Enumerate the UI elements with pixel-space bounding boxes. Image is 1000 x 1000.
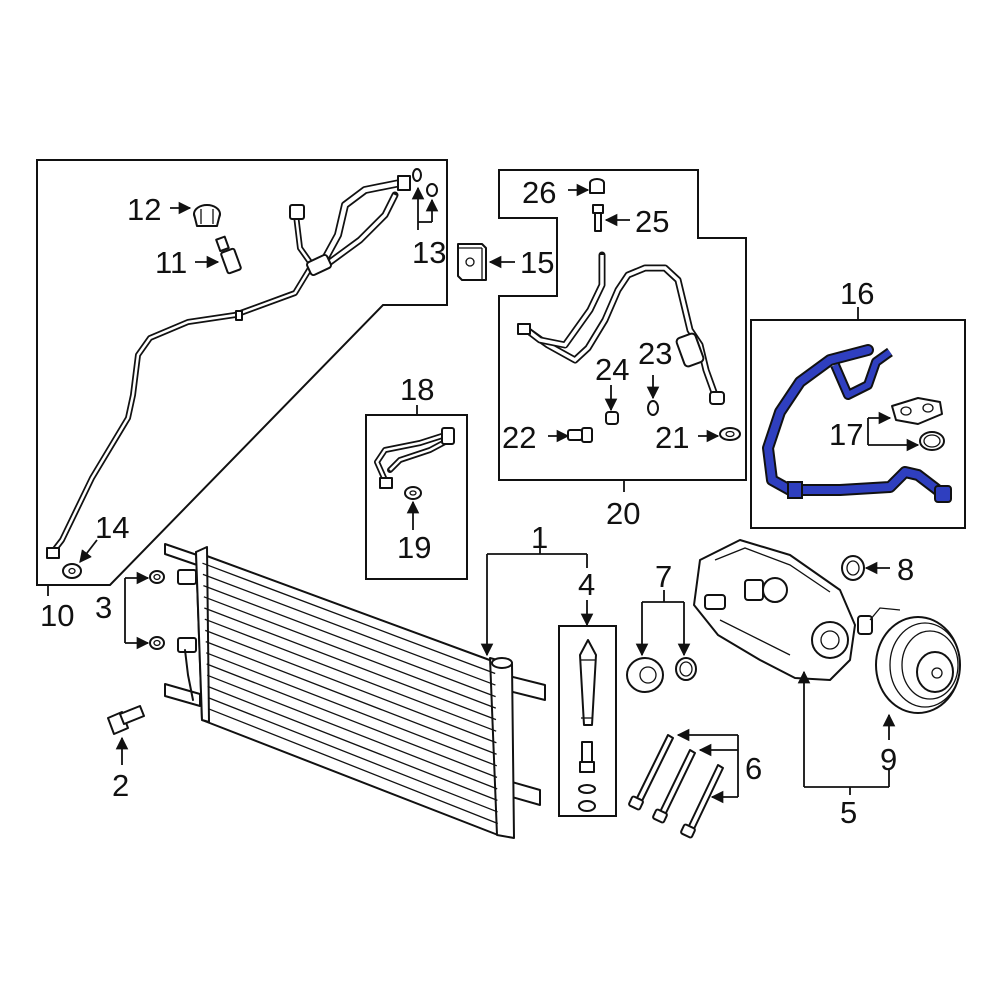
condenser-part-1[interactable] xyxy=(164,543,546,839)
condenser-fin xyxy=(204,618,497,732)
callout-24: 24 xyxy=(595,352,629,387)
condenser-fin xyxy=(202,562,496,675)
callout-20: 20 xyxy=(606,496,640,531)
part-26-cap[interactable] xyxy=(589,178,605,194)
callout-16: 16 xyxy=(840,276,874,311)
part-4-drier[interactable] xyxy=(578,639,597,812)
part-17-gasket[interactable] xyxy=(891,397,943,425)
callout-numbers: 12 11 13 15 14 10 26 25 24 23 22 21 20 1… xyxy=(40,175,914,830)
part-8-seal[interactable] xyxy=(841,555,865,581)
callout-7: 7 xyxy=(655,559,672,594)
callout-11: 11 xyxy=(155,245,187,280)
condenser-fin xyxy=(206,663,498,778)
part-21-washer[interactable] xyxy=(719,427,741,441)
group-box-10 xyxy=(36,159,448,586)
part-7-seal-ring[interactable] xyxy=(675,657,697,681)
group-box-20 xyxy=(498,169,747,481)
suction-line-part[interactable] xyxy=(517,251,725,405)
part-11-sensor[interactable] xyxy=(215,235,242,275)
callout-18: 18 xyxy=(400,372,434,407)
callout-12: 12 xyxy=(127,192,161,227)
callout-13: 13 xyxy=(412,235,446,270)
callout-22: 22 xyxy=(502,420,536,455)
condenser-fin xyxy=(202,573,496,686)
callout-9: 9 xyxy=(880,742,897,777)
part-18-tube[interactable] xyxy=(374,427,455,489)
callout-14: 14 xyxy=(95,510,129,545)
condenser-fin xyxy=(205,652,498,767)
callout-21: 21 xyxy=(655,420,689,455)
callout-17: 17 xyxy=(829,417,863,452)
callout-6: 6 xyxy=(745,751,762,786)
part-6-bolts[interactable] xyxy=(628,734,724,839)
callout-26: 26 xyxy=(522,175,556,210)
condenser-fin xyxy=(207,685,498,802)
compressor-part-5[interactable] xyxy=(693,539,901,681)
condenser-fin xyxy=(207,696,498,813)
condenser-fin xyxy=(208,708,499,825)
callout-19: 19 xyxy=(397,530,431,565)
callout-4: 4 xyxy=(578,567,595,602)
condenser-fin xyxy=(205,629,497,744)
part-3-washer-bottom[interactable] xyxy=(149,636,165,650)
part-22-valve[interactable] xyxy=(567,427,593,443)
part-2-bolt[interactable] xyxy=(107,705,145,735)
part-23-o-ring[interactable] xyxy=(647,400,659,416)
part-7-seal-large[interactable] xyxy=(626,657,664,693)
callout-3: 3 xyxy=(95,590,112,625)
callout-8: 8 xyxy=(897,552,914,587)
part-9-clutch-pulley[interactable] xyxy=(875,616,961,714)
callout-1: 1 xyxy=(531,520,548,555)
condenser-fin xyxy=(204,607,497,721)
callout-25: 25 xyxy=(635,204,669,239)
callout-15: 15 xyxy=(520,245,554,280)
part-19-o-ring[interactable] xyxy=(404,486,422,500)
part-14-washer[interactable] xyxy=(62,563,82,579)
part-24-fitting[interactable] xyxy=(605,411,619,425)
discharge-hose-highlighted[interactable] xyxy=(762,344,952,503)
condenser-fin xyxy=(203,584,496,698)
callout-5: 5 xyxy=(840,795,857,830)
callout-23: 23 xyxy=(638,336,672,371)
liquid-line-part[interactable] xyxy=(46,175,411,559)
condenser-fin xyxy=(206,674,498,790)
part-15-block[interactable] xyxy=(457,243,487,281)
part-12-cap[interactable] xyxy=(193,204,221,227)
condenser-fin xyxy=(205,640,497,755)
callout-10: 10 xyxy=(40,598,74,633)
leader-lines xyxy=(47,183,920,804)
part-3-washer-top[interactable] xyxy=(149,570,165,584)
part-25-valve[interactable] xyxy=(592,204,604,232)
callout-2: 2 xyxy=(112,768,129,803)
part-13-o-rings[interactable] xyxy=(412,168,438,197)
part-17-o-ring[interactable] xyxy=(919,431,945,451)
condenser-fin xyxy=(203,596,497,709)
